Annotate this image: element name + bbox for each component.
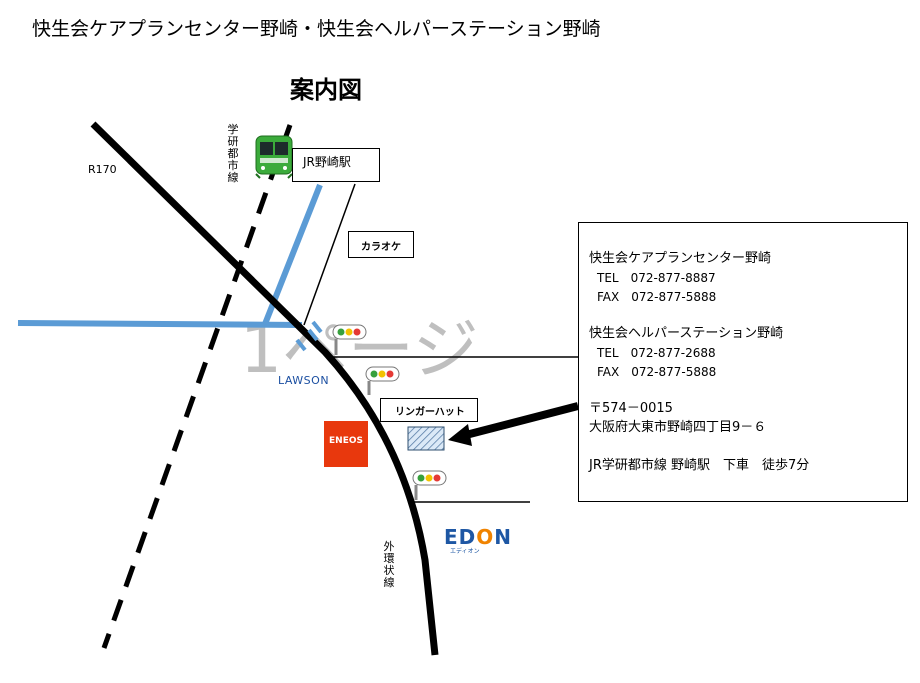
edion-logo-n: N — [494, 525, 513, 549]
helper-station-tel: TEL 072-877-2688 — [597, 346, 716, 360]
edion-logo-o: O — [476, 525, 495, 549]
lawson-label: LAWSON — [278, 374, 330, 387]
karaoke-label: カラオケ — [348, 231, 414, 258]
road-r170 — [90, 121, 439, 656]
arrow-head-icon — [448, 424, 472, 446]
header-title: 快生会ケアプランセンター野崎・快生会ヘルパーステーション野崎 — [32, 18, 601, 40]
care-center-tel: TEL 072-877-8887 — [597, 271, 716, 285]
train-icon — [255, 135, 293, 179]
map-title: 案内図 — [290, 76, 362, 104]
edion-logo-ed: ED — [444, 525, 477, 549]
traffic-light-icon — [332, 324, 367, 355]
postal-code: 〒574－0015 — [589, 401, 673, 416]
station-leader-line — [303, 183, 356, 326]
destination-building — [407, 426, 445, 451]
helper-station-name: 快生会ヘルパーステーション野崎 — [589, 326, 784, 341]
helper-station-fax: FAX 072-877-5888 — [597, 365, 717, 379]
arrow-shaft — [460, 402, 580, 440]
eneos-logo: ENEOS — [324, 421, 368, 467]
edion-logo-kana: エディオン — [450, 548, 480, 555]
edion-logo: EDON エディオン — [444, 525, 516, 555]
ringer-hut-label: リンガーハット — [380, 398, 478, 422]
care-center-fax: FAX 072-877-5888 — [597, 290, 717, 304]
line-label-gaikan: 外環状線 — [383, 540, 395, 589]
access-info: JR学研都市線 野崎駅 下車 徒歩7分 — [589, 458, 810, 473]
railway-line — [101, 124, 293, 649]
address: 大阪府大東市野崎四丁目9－６ — [589, 420, 767, 435]
station-label: JR野崎駅 — [292, 148, 380, 182]
care-center-name: 快生会ケアプランセンター野崎 — [589, 251, 772, 266]
river-horizontal — [17, 320, 303, 328]
line-label-gakken: 学研都市線 — [227, 123, 239, 184]
info-panel: 快生会ケアプランセンター野崎 TEL 072-877-8887 FAX 072-… — [578, 222, 908, 502]
eneos-logo-text: ENEOS — [329, 436, 363, 446]
road-label-r170: R170 — [88, 163, 117, 176]
bridge-icon — [295, 320, 323, 352]
traffic-light-icon — [412, 470, 447, 500]
traffic-light-icon — [365, 366, 400, 395]
